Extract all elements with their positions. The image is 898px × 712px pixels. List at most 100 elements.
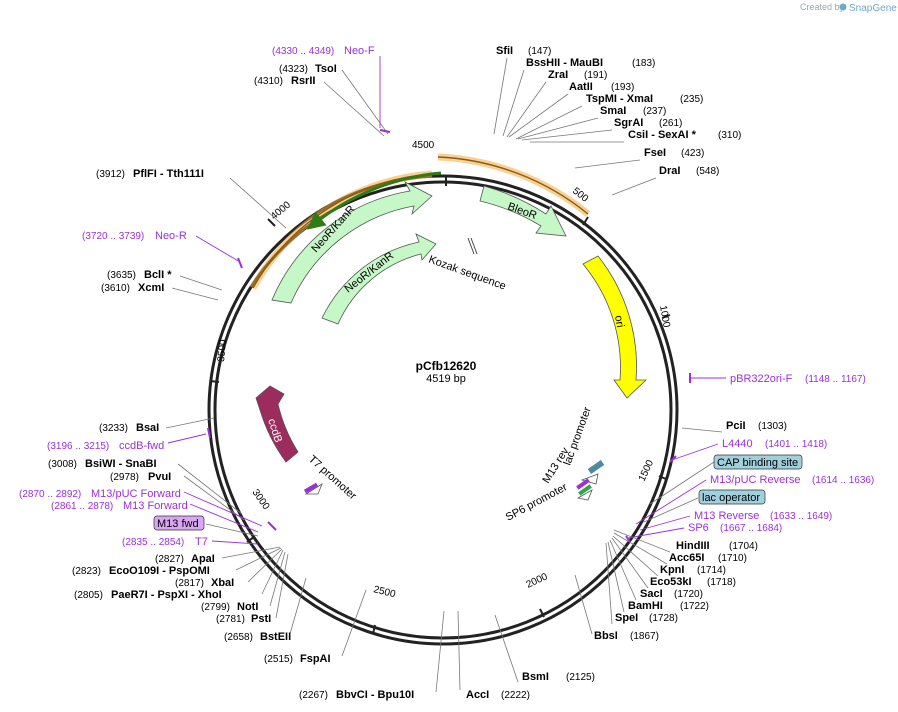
enzyme-eco53ki[interactable]: Eco53kI (650, 576, 692, 588)
plasmid-length: 4519 bp (426, 373, 466, 385)
enzyme-bsshii-pos: (183) (632, 58, 655, 69)
enzyme-pflfi[interactable]: PflFI - Tth111I (133, 168, 204, 180)
enzyme-hindiii-pos: (1704) (729, 541, 758, 552)
enzyme-acci[interactable]: AccI (466, 689, 489, 701)
enzyme-xcmi[interactable]: XcmI (138, 282, 164, 294)
primer-neo-f-name[interactable]: Neo-F (344, 45, 375, 57)
snapgene-logo-icon (839, 3, 847, 11)
enzyme-pcii[interactable]: PciI (726, 420, 746, 432)
neor-kanr-outer-arrow (271, 181, 433, 304)
enzyme-sgrai[interactable]: SgrAI (614, 117, 643, 129)
t7-primer-bar (303, 482, 319, 494)
orange-arc-right-line (437, 156, 589, 215)
primer-neo-f-range: (4330 .. 4349) (272, 46, 334, 57)
primer-m13puc-forward-name[interactable]: M13/pUC Forward (91, 488, 181, 500)
enzyme-fsei[interactable]: FseI (644, 147, 666, 159)
kozak-label: Kozak sequence (427, 254, 508, 293)
primer-sp6-range: (1667 .. 1684) (720, 523, 782, 534)
enzyme-bsiwi-pos: (3008) (48, 459, 77, 470)
cap-leader (649, 461, 715, 505)
enzyme-paer7i-pos: (2805) (74, 590, 103, 601)
enzyme-bsiwi[interactable]: BsiWI - SnaBI (85, 458, 157, 470)
primer-t7-range: (2835 .. 2854) (122, 537, 184, 548)
enzyme-fspai-pos: (2515) (264, 654, 293, 665)
primer-l4440-name[interactable]: L4440 (722, 438, 753, 450)
primer-sp6-name[interactable]: SP6 (688, 522, 709, 534)
lacop-leader (643, 497, 699, 523)
sp6-promoter-label: SP6 promoter (504, 481, 570, 524)
primer-pbr322ori-f-name[interactable]: pBR322ori-F (730, 373, 793, 385)
enzyme-rsrii-pos: (4310) (254, 76, 283, 87)
primer-m13puc-forward-range: (2870 .. 2892) (19, 489, 81, 500)
enzyme-tspmi[interactable]: TspMI - XmaI (586, 93, 653, 105)
primer-m13-reverse-name[interactable]: M13 Reverse (694, 510, 759, 522)
tick-label-3000: 3000 (250, 487, 272, 512)
m13-fwd-box[interactable] (153, 515, 205, 531)
cap-binding-site-box[interactable] (713, 454, 803, 470)
enzyme-aatii[interactable]: AatII (569, 81, 593, 93)
sp6-promoter-arrow (576, 489, 593, 501)
enzyme-bbvci-pos: (2267) (299, 690, 328, 701)
enzyme-saci[interactable]: SacI (640, 588, 663, 600)
tick-label-2000: 2000 (525, 571, 550, 591)
enzyme-spei[interactable]: SpeI (615, 612, 638, 624)
enzyme-bsteii[interactable]: BstEII (260, 631, 291, 643)
enzyme-smai[interactable]: SmaI (600, 105, 626, 117)
lac-operator-box[interactable] (698, 489, 766, 505)
enzyme-acci-pos: (2222) (501, 690, 530, 701)
tick-label-1500: 1500 (637, 458, 657, 483)
enzyme-zrai-pos: (191) (584, 70, 607, 81)
enzyme-sfii[interactable]: SfiI (496, 45, 513, 57)
t7-promoter-arrow (304, 483, 323, 495)
enzyme-hindiii[interactable]: HindIII (676, 540, 710, 552)
enzyme-fspai[interactable]: FspAI (300, 653, 331, 665)
enzyme-ecoo109i[interactable]: EcoO109I - PspOMI (109, 565, 210, 577)
enzyme-drai-pos: (548) (696, 166, 719, 177)
credit-app-name: SnapGene (849, 3, 897, 14)
enzyme-apai[interactable]: ApaI (191, 553, 215, 565)
enzyme-bsshii[interactable]: BssHII - MauBI (526, 57, 603, 69)
primer-leader-lines (167, 56, 726, 545)
primer-m13-forward-name[interactable]: M13 Forward (123, 500, 188, 512)
enzyme-bsmi[interactable]: BsmI (522, 671, 549, 683)
ori-label: ori (612, 314, 626, 328)
enzyme-kpni[interactable]: KpnI (660, 564, 684, 576)
primer-m13-forward-range: (2861 .. 2878) (51, 501, 113, 512)
enzyme-psti[interactable]: PstI (251, 613, 271, 625)
enzyme-acc65i[interactable]: Acc65I (669, 552, 704, 564)
enzyme-bcli[interactable]: BclI * (144, 269, 172, 281)
enzyme-sgrai-pos: (261) (659, 118, 682, 129)
enzyme-smai-pos: (237) (643, 106, 666, 117)
primer-pbr322ori-f-range: (1148 .. 1167) (805, 374, 866, 385)
cap-binding-site-label: CAP binding site (717, 457, 798, 469)
primer-neo-r-name[interactable]: Neo-R (155, 230, 187, 242)
enzyme-xbai[interactable]: XbaI (211, 577, 234, 589)
enzyme-rsrii[interactable]: RsrII (291, 75, 315, 87)
enzyme-bbvci[interactable]: BbvCI - Bpu10I (336, 689, 414, 701)
enzyme-drai[interactable]: DraI (659, 165, 680, 177)
backbone-inner-ring (213, 180, 673, 640)
primer-ccdb-fwd-name[interactable]: ccdB-fwd (119, 440, 164, 452)
enzyme-bsai[interactable]: BsaI (136, 422, 159, 434)
enzyme-csii[interactable]: CsiI - SexAI * (628, 129, 697, 141)
enzyme-bamhi-pos: (1722) (680, 601, 709, 612)
credit-created-by: Created by (800, 2, 845, 12)
enzyme-noti[interactable]: NotI (237, 601, 258, 613)
enzyme-bbsi[interactable]: BbsI (594, 630, 618, 642)
m13-fwd-label: M13 fwd (157, 518, 199, 530)
primer-m13puc-reverse-name[interactable]: M13/pUC Reverse (710, 474, 800, 486)
enzyme-bamhi[interactable]: BamHI (628, 600, 663, 612)
dark-green-arc (306, 171, 442, 230)
enzyme-zrai[interactable]: ZraI (548, 69, 568, 81)
enzyme-paer7i[interactable]: PaeR7I - PspXI - XhoI (111, 589, 222, 601)
m13rev-primer-bar (576, 478, 590, 490)
enzyme-saci-pos: (1720) (674, 589, 703, 600)
enzyme-bbsi-pos: (1867) (630, 631, 659, 642)
enzyme-pcii-pos: (1303) (758, 421, 787, 432)
enzyme-pvui[interactable]: PvuI (148, 471, 171, 483)
primer-t7-name[interactable]: T7 (195, 536, 208, 548)
enzyme-tsoi[interactable]: TsoI (315, 63, 337, 75)
enzyme-aatii-pos: (193) (611, 82, 634, 93)
enzyme-fsei-pos: (423) (681, 148, 704, 159)
enzyme-xcmi-pos: (3610) (101, 283, 130, 294)
